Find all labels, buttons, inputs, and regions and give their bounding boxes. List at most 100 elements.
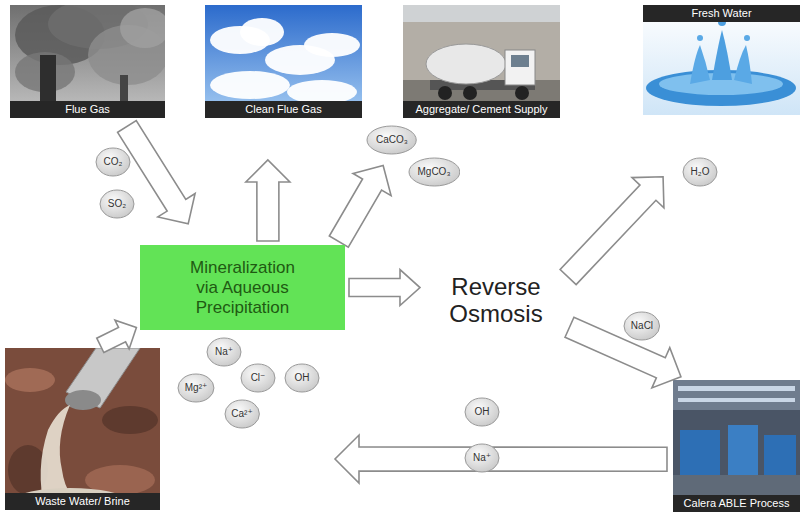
formula-bubble: CO₂ xyxy=(95,147,131,177)
ceiling-light xyxy=(678,386,795,391)
cloud xyxy=(304,33,360,57)
clean-sky-photo xyxy=(205,5,362,118)
formula-bubble: OH xyxy=(284,363,320,393)
photo-panel: Aggregate/ Cement Supply xyxy=(403,5,560,118)
formula-bubble: OH xyxy=(464,397,500,427)
caption-bar: Clean Flue Gas xyxy=(205,101,362,118)
hall-wall xyxy=(673,380,800,512)
cab-window xyxy=(511,55,529,67)
formula-bubble: Mg²⁺ xyxy=(177,373,215,403)
photo-caption: Calera ABLE Process xyxy=(677,497,796,510)
bubble-shape xyxy=(207,338,241,366)
bubble-shape xyxy=(683,158,717,186)
bright-ground xyxy=(643,5,800,115)
cement-truck-photo xyxy=(403,5,560,118)
formula-bubble: Na⁺ xyxy=(464,443,500,473)
formula-bubble: NaCl xyxy=(623,311,661,341)
wheel xyxy=(515,86,529,100)
formula-bubble: MgCO₃ xyxy=(408,157,461,187)
caption-bar: Fresh Water xyxy=(643,5,800,22)
formula-bubble: Ca²⁺ xyxy=(224,399,260,429)
chemical-formula: OH xyxy=(295,372,310,384)
truck-cab xyxy=(505,50,535,85)
formula-bubble: SO₂ xyxy=(99,189,135,219)
photo-caption: Fresh Water xyxy=(647,7,796,20)
waste-water-photo xyxy=(5,348,160,510)
process-label: Reverse Osmosis xyxy=(428,269,564,331)
bubble-shape xyxy=(225,400,259,428)
chemical-formula: Mg²⁺ xyxy=(185,382,208,394)
block-arrow xyxy=(97,320,137,352)
droplet xyxy=(744,35,750,41)
pipe-mouth xyxy=(65,390,101,410)
formula-bubble: H₂O xyxy=(682,157,718,187)
photo-panel: Fresh Water xyxy=(643,5,800,115)
photo-panel: Clean Flue Gas xyxy=(205,5,362,118)
bubble-shape xyxy=(465,444,499,472)
block-arrow xyxy=(560,177,664,285)
process-text: Mineralization via Aqueous Precipitation xyxy=(183,258,303,318)
bubble-shape xyxy=(241,364,275,392)
plant-interior-photo xyxy=(673,380,800,512)
chemical-formula: Cl⁻ xyxy=(251,372,266,384)
chemical-formula: CaCO₃ xyxy=(376,134,408,146)
blue-sky xyxy=(205,5,362,118)
mud-patch xyxy=(5,368,55,392)
formula-bubble: Na⁺ xyxy=(206,337,242,367)
splash-crown xyxy=(712,30,732,80)
chemical-formula: CO₂ xyxy=(104,156,123,168)
bubble-shape xyxy=(285,364,319,392)
chemical-formula: OH xyxy=(475,406,490,418)
droplet xyxy=(697,35,703,41)
splash-crown xyxy=(690,45,710,84)
formula-bubble: Cl⁻ xyxy=(240,363,276,393)
process-text: Reverse Osmosis xyxy=(436,273,556,327)
bubble-shape xyxy=(100,190,134,218)
chemical-formula: MgCO₃ xyxy=(418,166,451,178)
caption-bar: Calera ABLE Process xyxy=(673,495,800,512)
wheel xyxy=(463,86,477,100)
ceiling-light xyxy=(678,398,795,402)
process-tank xyxy=(680,430,720,475)
ground xyxy=(403,80,560,118)
chemical-formula: H₂O xyxy=(691,166,710,178)
muddy-ground xyxy=(5,348,160,510)
bubble-shape xyxy=(367,126,416,154)
smokestack-photo xyxy=(10,5,165,118)
wheel xyxy=(438,86,452,100)
bubble-shape xyxy=(465,398,499,426)
photo-caption: Waste Water/ Brine xyxy=(9,495,156,508)
block-arrow xyxy=(335,435,667,483)
block-arrow xyxy=(349,270,420,306)
photo-panel: Flue Gas xyxy=(10,5,165,118)
bubble-shape xyxy=(178,374,214,402)
cloud xyxy=(240,18,284,46)
caption-bar: Waste Water/ Brine xyxy=(5,493,160,510)
bubble-shape xyxy=(624,312,660,340)
hall-floor xyxy=(673,475,800,512)
chemical-formula: Na⁺ xyxy=(473,452,491,464)
process-tank xyxy=(728,425,758,475)
mixer-drum xyxy=(426,44,506,84)
mud-patch xyxy=(102,406,158,434)
smoke-cloud xyxy=(120,8,165,48)
hall-ceiling xyxy=(673,380,800,410)
photo-panel: Waste Water/ Brine xyxy=(5,348,160,510)
sky xyxy=(403,5,560,118)
photo-caption: Flue Gas xyxy=(14,103,161,116)
bubble-shape xyxy=(96,148,130,176)
caption-bar: Aggregate/ Cement Supply xyxy=(403,101,560,118)
process-box: Mineralization via Aqueous Precipitation xyxy=(140,245,345,330)
chemical-formula: Ca²⁺ xyxy=(231,408,252,420)
photo-caption: Aggregate/ Cement Supply xyxy=(407,103,556,116)
chemical-formula: NaCl xyxy=(631,320,653,332)
caption-bar: Flue Gas xyxy=(10,101,165,118)
block-arrow xyxy=(329,166,391,248)
photo-panel: Calera ABLE Process xyxy=(673,380,800,512)
block-arrow xyxy=(246,160,290,241)
formula-bubble: CaCO₃ xyxy=(366,125,417,155)
process-tank xyxy=(764,435,796,475)
